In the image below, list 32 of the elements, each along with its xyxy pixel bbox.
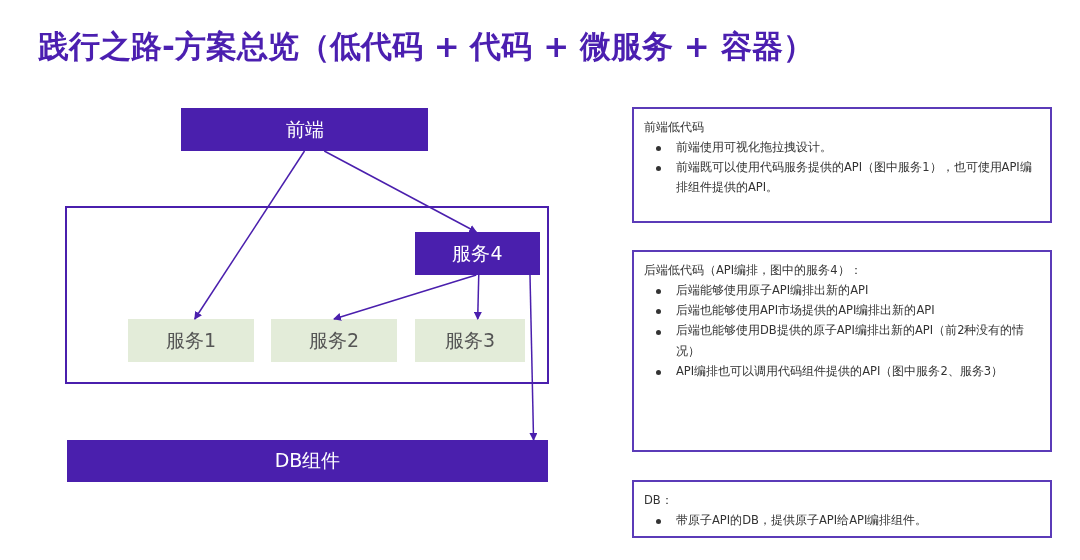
arrow <box>323 150 478 233</box>
node-label: 服务2 <box>308 327 360 353</box>
bullet-text: API编排也可以调用代码组件提供的API（图中服务2、服务3） <box>676 363 1004 378</box>
panel-heading: DB： <box>644 492 674 509</box>
group-frame <box>65 206 549 384</box>
database-bar <box>67 440 548 482</box>
arrow <box>333 274 477 321</box>
header-box <box>181 108 428 151</box>
bullet-text: 前端既可以使用代码服务提供的API（图中服务1），也可使用API编排组件提供的API。 <box>676 160 1032 195</box>
text-panel <box>632 480 1052 538</box>
bullet-text: 带原子API的DB，提供原子API给API编排组件。 <box>676 513 928 528</box>
service-box <box>271 319 397 362</box>
bullet-text: 后端也能够使用API市场提供的API编排出新的API <box>676 303 935 318</box>
panel-heading: 前端低代码 <box>644 119 705 136</box>
node-label: 前端 <box>285 116 324 142</box>
text-panel <box>632 250 1052 452</box>
bullet-text: 后端也能够使用DB提供的原子API编排出新的API（前2种没有的情况） <box>676 323 1025 358</box>
service-box <box>128 319 254 362</box>
bullet-text: 前端使用可视化拖拉拽设计。 <box>676 140 832 155</box>
arrow <box>194 150 306 320</box>
node-label: DB组件 <box>274 448 341 473</box>
service-box <box>415 232 540 275</box>
panel-heading: 后端低代码（API编排，图中的服务4）： <box>644 262 863 279</box>
service-box <box>415 319 525 362</box>
node-label: 服务4 <box>452 240 503 266</box>
slide-title: 践行之路-方案总览（低代码 + 代码 + 微服务 + 容器） <box>38 27 814 66</box>
arrow <box>529 274 538 441</box>
node-label: 服务1 <box>165 327 217 353</box>
arrow <box>473 274 482 320</box>
text-panel <box>632 107 1052 223</box>
bullet-text: 后端能够使用原子API编排出新的API <box>676 283 869 298</box>
node-label: 服务3 <box>444 327 496 353</box>
